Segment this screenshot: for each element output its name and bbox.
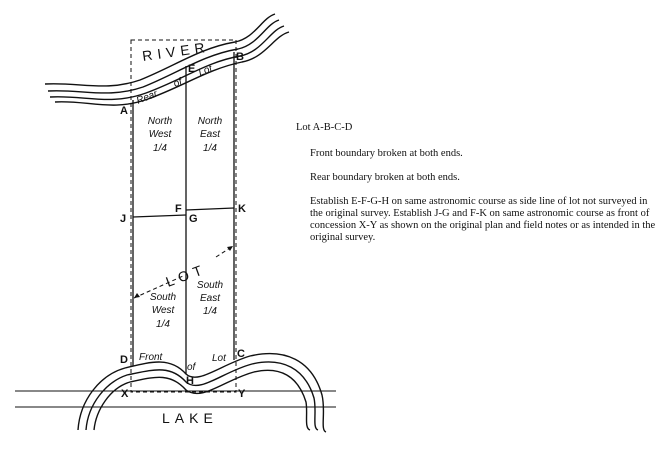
concession-line-x-y	[15, 390, 336, 408]
point-y: Y	[238, 388, 246, 400]
quarter-ne-line-3: 1/4	[203, 143, 217, 154]
quarter-nw-line-1: North	[148, 116, 173, 127]
quarter-ne-line-2: East	[200, 129, 221, 140]
lake-label: LAKE	[162, 410, 218, 426]
point-f: F	[175, 203, 182, 215]
quarter-sw-line-2: West	[152, 305, 176, 316]
lot-plan: RIVER LAKE LOT Rear of Lot Front of Lot …	[15, 13, 336, 433]
dashed-lot-outline	[130, 39, 237, 393]
arrow-head-left	[134, 293, 140, 298]
quarter-se-line-1: South	[197, 280, 224, 291]
front-word-2: of	[187, 362, 197, 373]
point-e: E	[188, 63, 195, 75]
river-banks	[44, 13, 290, 106]
point-c: C	[237, 348, 245, 360]
quarter-se-line-3: 1/4	[203, 306, 217, 317]
quarter-nw: North West 1/4	[148, 116, 173, 154]
lake-shore	[77, 352, 327, 433]
quarter-ne: North East 1/4	[198, 116, 223, 154]
point-x: X	[121, 388, 129, 400]
note-rear-boundary: Rear boundary broken at both ends.	[310, 172, 460, 183]
front-word-1: Front	[139, 352, 164, 363]
quarter-ne-line-1: North	[198, 116, 223, 127]
quarter-sw-line-3: 1/4	[156, 319, 170, 330]
point-h: H	[186, 375, 194, 387]
survey-notes: Lot A-B-C-D Front boundary broken at bot…	[296, 122, 656, 256]
notes-title: Lot A-B-C-D	[296, 122, 353, 133]
note-establish-lines: Establish E-F-G-H on same astronomic cou…	[310, 196, 656, 243]
point-j: J	[120, 213, 126, 225]
quarter-sw-line-1: South	[150, 292, 177, 303]
point-b: B	[236, 51, 244, 63]
rear-word-1: Rear	[135, 88, 160, 107]
note-front-boundary: Front boundary broken at both ends.	[310, 148, 463, 159]
quarter-se-line-2: East	[200, 293, 221, 304]
point-k: K	[238, 203, 246, 215]
point-d: D	[120, 354, 128, 366]
quarter-nw-line-3: 1/4	[153, 143, 167, 154]
arrow-head-right	[227, 246, 233, 251]
line-j-g	[132, 214, 187, 218]
lot-lines	[132, 52, 235, 374]
quarter-se: South East 1/4	[197, 280, 224, 317]
survey-diagram: RIVER LAKE LOT Rear of Lot Front of Lot …	[15, 13, 336, 433]
rear-word-3: Lot	[197, 63, 215, 79]
quarter-sw: South West 1/4	[150, 292, 177, 330]
point-g: G	[189, 213, 198, 225]
line-f-k	[185, 207, 235, 211]
front-word-3: Lot	[212, 353, 227, 364]
point-a: A	[120, 105, 128, 117]
quarter-nw-line-2: West	[149, 129, 173, 140]
